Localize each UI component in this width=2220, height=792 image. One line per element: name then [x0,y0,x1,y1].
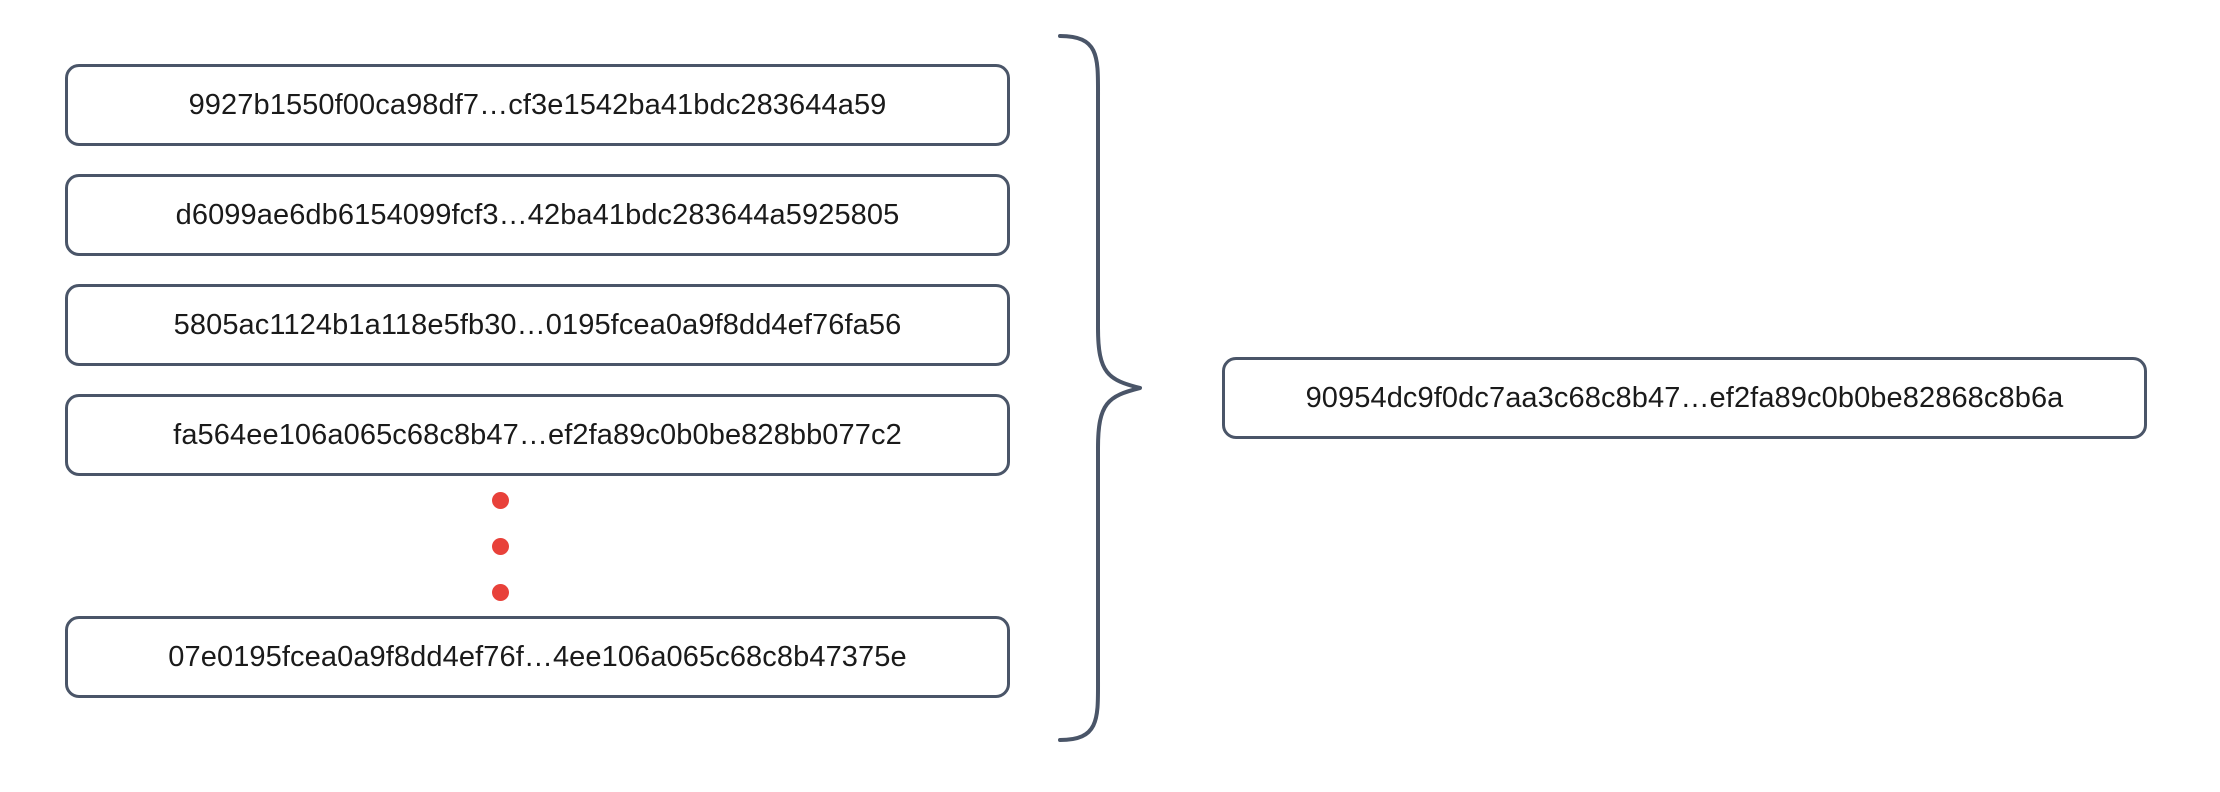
input-hash-list: 9927b1550f00ca98df7…cf3e1542ba41bdc28364… [65,64,1010,726]
hash-value: d6099ae6db6154099fcf3…42ba41bdc283644a59… [175,198,900,231]
input-hash-box-5[interactable]: 07e0195fcea0a9f8dd4ef76f…4ee106a065c68c8… [65,616,1010,698]
hash-value: 07e0195fcea0a9f8dd4ef76f…4ee106a065c68c8… [168,640,907,673]
ellipsis-dot [492,492,509,509]
hash-value: 90954dc9f0dc7aa3c68c8b47…ef2fa89c0b0be82… [1305,381,2064,414]
ellipsis-dot [492,584,509,601]
output-hash-group: 90954dc9f0dc7aa3c68c8b47…ef2fa89c0b0be82… [1222,357,2147,439]
input-hash-box-2[interactable]: d6099ae6db6154099fcf3…42ba41bdc283644a59… [65,174,1010,256]
input-hash-box-1[interactable]: 9927b1550f00ca98df7…cf3e1542ba41bdc28364… [65,64,1010,146]
ellipsis-dot [492,538,509,555]
output-hash-box[interactable]: 90954dc9f0dc7aa3c68c8b47…ef2fa89c0b0be82… [1222,357,2147,439]
input-hash-box-3[interactable]: 5805ac1124b1a118e5fb30…0195fcea0a9f8dd4e… [65,284,1010,366]
vertical-ellipsis-icon [492,492,509,601]
grouping-brace-icon [1040,28,1160,748]
hash-value: fa564ee106a065c68c8b47…ef2fa89c0b0be828b… [173,418,902,451]
hash-value: 9927b1550f00ca98df7…cf3e1542ba41bdc28364… [188,88,887,121]
input-hash-box-4[interactable]: fa564ee106a065c68c8b47…ef2fa89c0b0be828b… [65,394,1010,476]
hash-value: 5805ac1124b1a118e5fb30…0195fcea0a9f8dd4e… [173,308,902,341]
